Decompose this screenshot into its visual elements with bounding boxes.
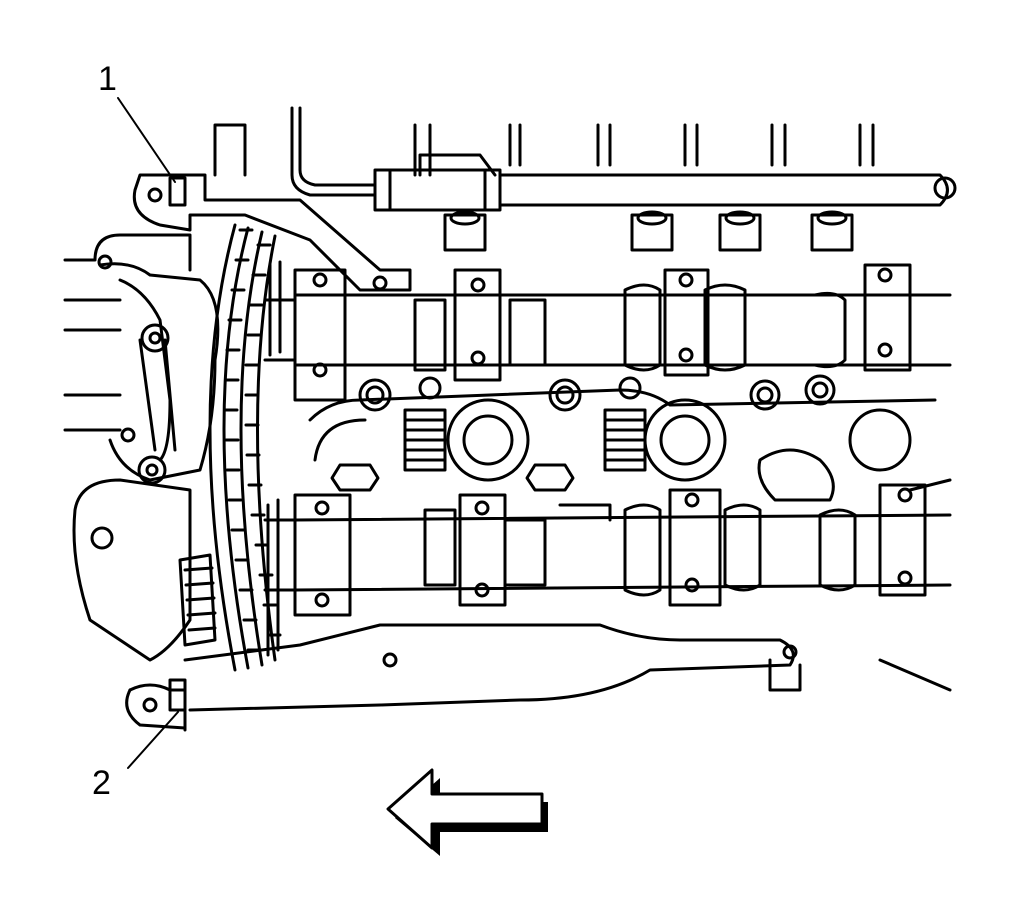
callout-label-2: 2 [92,764,111,802]
fuel-rail [292,108,955,210]
injector-nuts [445,212,852,250]
callout-label-1: 1 [98,60,117,98]
upper-bracket [134,175,410,290]
callout-leaders [118,98,178,768]
direction-arrow-icon [388,770,548,856]
lower-camshaft [265,500,950,655]
lower-head-outline [74,480,950,730]
front-cover [65,235,218,483]
cam-sprocket [210,225,280,670]
upper-bearing-caps [295,265,910,400]
lower-bearing-caps [295,485,925,615]
cylinder-head-middle [310,376,950,500]
upper-camshaft [265,262,950,370]
background-posts [215,125,873,175]
